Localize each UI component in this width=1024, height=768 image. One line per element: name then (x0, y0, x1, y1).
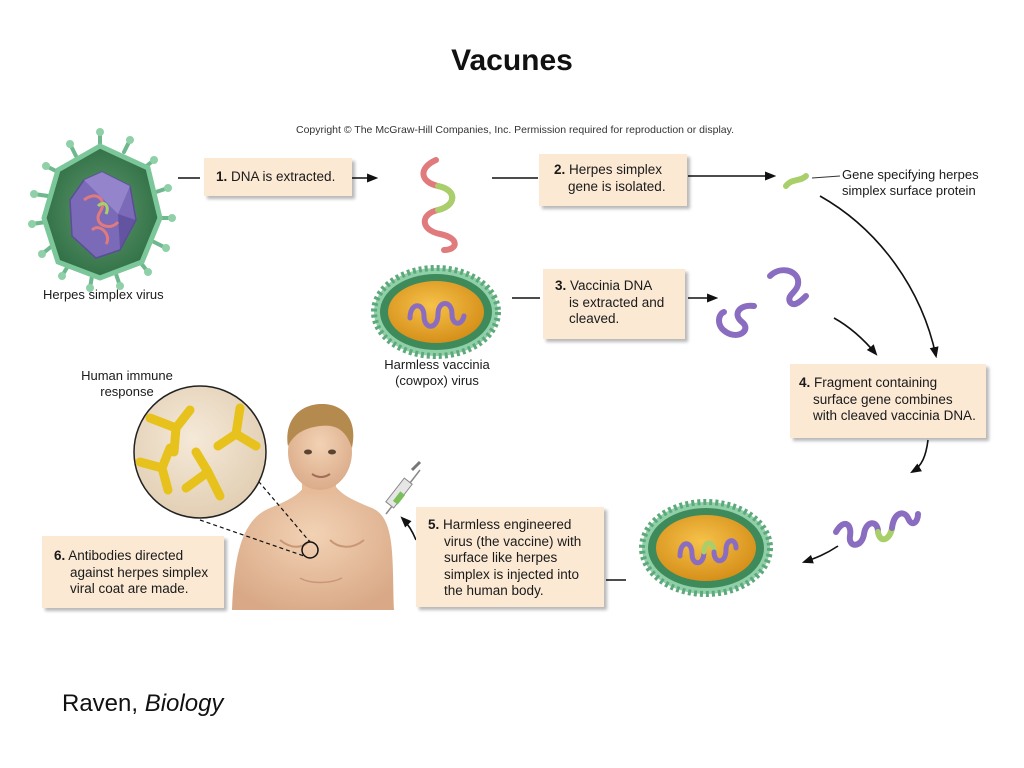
gene-label: Gene specifying herpes simplex surface p… (842, 167, 979, 199)
step-text: against herpes simplex (70, 564, 209, 580)
immune-response-magnifier (133, 385, 311, 557)
step-text: DNA is extracted. (231, 169, 336, 184)
vaccinia-label-line: (cowpox) virus (395, 373, 479, 388)
syringe (385, 460, 422, 515)
step-text: cleaved. (569, 311, 620, 326)
engineered-vaccine-virus (639, 499, 773, 597)
gene-label-line: Gene specifying herpes (842, 167, 979, 182)
step-5-box: 5. Harmless engineered virus (the vaccin… (416, 507, 604, 607)
herpes-dna-strand (420, 157, 458, 253)
step-text: Vaccinia DNA (570, 278, 653, 293)
step-number: 4. (799, 375, 811, 390)
isolated-gene-fragment (783, 173, 809, 189)
step-6-box: 6. Antibodies directed against herpes si… (42, 536, 224, 608)
step-number: 1. (216, 169, 228, 184)
step-text: Harmless engineered (443, 517, 572, 532)
page-title: Vacunes (451, 44, 573, 77)
step-number: 2. (554, 162, 566, 177)
step-text: virus (the vaccine) with (444, 533, 582, 549)
step-text: gene is isolated. (568, 178, 666, 194)
step-2-box: 2. Herpes simplex gene is isolated. (539, 154, 687, 206)
step-text: viral coat are made. (70, 581, 189, 596)
vaccinia-label-line: Harmless vaccinia (384, 357, 490, 372)
recombinant-dna (833, 510, 921, 548)
vaccinia-virus-illustration (371, 265, 501, 359)
human-figure (232, 404, 394, 610)
step-text: surface gene combines (813, 391, 953, 407)
immune-label-line: Human immune (81, 368, 173, 383)
step-text: is extracted and (569, 294, 665, 310)
source-citation: Raven, Biology (62, 690, 223, 718)
source-book: Biology (144, 690, 224, 717)
step-text: surface like herpes (444, 550, 558, 565)
step-3-box: 3. Vaccinia DNA is extracted and cleaved… (543, 269, 685, 339)
step-text: simplex is injected into (444, 566, 580, 582)
process-arrows (178, 171, 939, 581)
step-text: the human body. (444, 583, 544, 598)
copyright-notice: Copyright © The McGraw-Hill Companies, I… (295, 124, 735, 136)
herpes-virus-illustration (28, 128, 176, 292)
vaccinia-label: Harmless vaccinia (cowpox) virus (372, 357, 502, 389)
gene-label-line: simplex surface protein (842, 183, 976, 198)
source-author: Raven, (62, 690, 145, 717)
step-number: 6. (54, 548, 66, 563)
cleaved-vaccinia-dna (716, 267, 809, 338)
step-number: 3. (555, 278, 567, 293)
herpes-virus-label: Herpes simplex virus (43, 287, 164, 302)
step-text: Fragment containing (814, 375, 938, 390)
immune-label-line: response (100, 384, 154, 399)
step-text: Herpes simplex (569, 162, 663, 177)
step-4-box: 4. Fragment containing surface gene comb… (790, 364, 986, 438)
step-1-box: 1. DNA is extracted. (204, 158, 352, 196)
step-text: with cleaved vaccinia DNA. (813, 408, 976, 423)
step-number: 5. (428, 517, 440, 532)
immune-response-label: Human immune response (72, 368, 182, 400)
step-text: Antibodies directed (68, 548, 184, 563)
